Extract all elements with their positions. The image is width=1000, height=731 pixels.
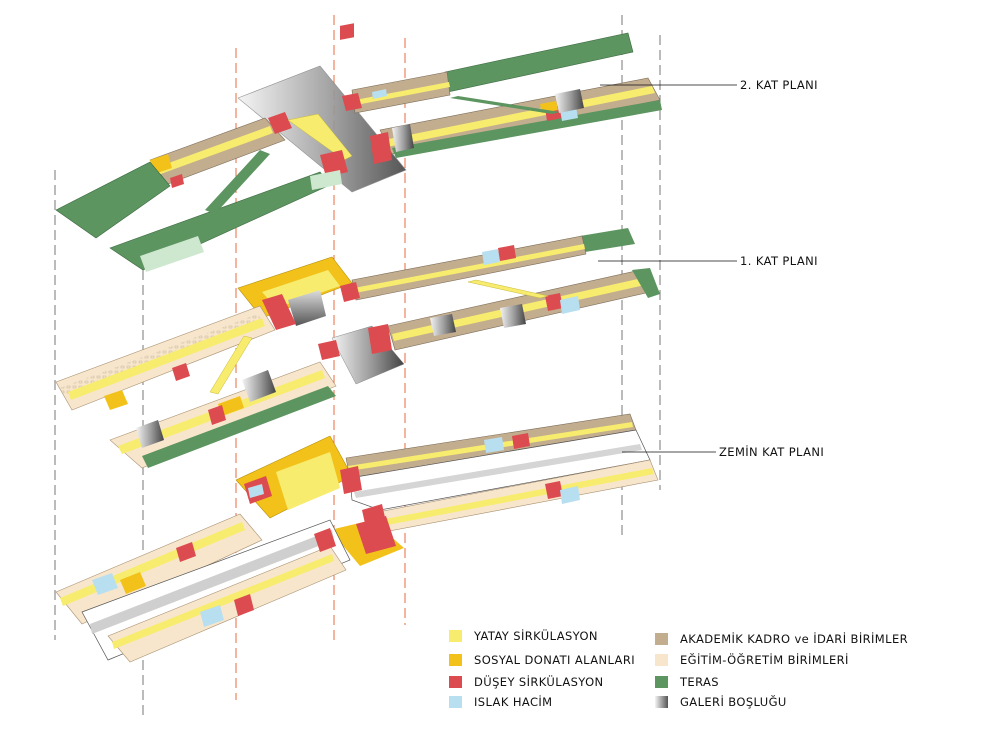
legend-swatch xyxy=(655,654,668,666)
legend-label: ISLAK HACİM xyxy=(474,695,553,709)
core xyxy=(340,466,362,494)
wet xyxy=(484,437,504,453)
core xyxy=(545,293,563,311)
legend-label: YATAY SİRKÜLASYON xyxy=(474,629,598,643)
legend-item-sosyal: SOSYAL DONATI ALANLARI xyxy=(449,652,635,668)
sosyal xyxy=(218,396,244,416)
wet xyxy=(248,484,264,498)
legend-swatch xyxy=(655,676,668,688)
core xyxy=(176,542,196,562)
wet xyxy=(200,605,224,627)
legend-item-islak: AKADEMİK KADRO ve İDARİ BİRİMLER ISLAK H… xyxy=(449,694,552,710)
corridor xyxy=(355,82,450,105)
core xyxy=(545,481,563,499)
core xyxy=(498,245,516,261)
wet xyxy=(92,573,118,595)
terrace-back xyxy=(444,32,634,93)
core xyxy=(318,340,340,360)
label-first-floor: 1. KAT PLANI xyxy=(740,254,818,268)
label-second-floor: 2. KAT PLANI xyxy=(740,78,818,92)
wet xyxy=(372,89,387,99)
courtyard-band xyxy=(90,530,334,634)
floor-labels: 2. KAT PLANI 1. KAT PLANI ZEMİN KAT PLAN… xyxy=(598,78,824,459)
corridor xyxy=(155,126,273,175)
core xyxy=(234,594,254,616)
wet xyxy=(482,249,500,265)
galeri-void xyxy=(331,325,405,385)
terrace-green-bridge xyxy=(450,96,560,114)
legend: YATAY SİRKÜLASYON SOSYAL DONATI ALANLARI… xyxy=(449,628,994,718)
ground-floor-plan xyxy=(55,413,659,663)
first-floor-plan xyxy=(55,228,660,469)
corridor xyxy=(384,86,655,147)
terrace-light xyxy=(310,170,342,190)
hall-grey-band xyxy=(354,444,642,498)
core xyxy=(208,405,226,425)
galeri xyxy=(392,124,414,152)
legend-item-teras: TERAS xyxy=(655,674,719,690)
wet xyxy=(560,296,580,314)
core xyxy=(172,363,190,381)
wet xyxy=(560,486,580,504)
terrace-light xyxy=(140,236,204,272)
legend-swatch xyxy=(655,696,668,708)
terrace-diagonal xyxy=(205,150,270,214)
legend-label: DÜŞEY SİRKÜLASYON xyxy=(474,675,604,689)
legend-item-dusey: DÜŞEY SİRKÜLASYON xyxy=(449,674,604,690)
galeri xyxy=(136,420,164,448)
galeri xyxy=(430,314,456,336)
core xyxy=(368,324,392,354)
corridor xyxy=(68,318,265,400)
core xyxy=(268,112,292,134)
social-inner xyxy=(276,452,340,510)
core xyxy=(370,132,392,164)
core xyxy=(362,504,386,528)
bridge xyxy=(209,335,253,395)
terrace-left-big xyxy=(55,161,171,239)
wing-left-rooms xyxy=(60,314,262,396)
legend-item-akademik: AKADEMİK KADRO ve İDARİ BİRİMLER xyxy=(655,631,908,647)
legend-swatch xyxy=(449,630,462,642)
bridge xyxy=(287,113,353,161)
label-ground-floor: ZEMİN KAT PLANI xyxy=(719,444,824,459)
sosyal xyxy=(104,390,128,410)
core xyxy=(320,150,348,177)
legend-label: EĞİTİM-ÖĞRETİM BİRİMLERİ xyxy=(680,653,849,667)
core xyxy=(342,93,362,111)
legend-label: AKADEMİK KADRO ve İDARİ BİRİMLER xyxy=(680,632,908,646)
legend-item-egitim: EĞİTİM-ÖĞRETİM BİRİMLERİ xyxy=(655,652,849,668)
galeri xyxy=(555,89,584,113)
legend-swatch xyxy=(655,633,668,645)
core xyxy=(340,23,354,40)
core xyxy=(512,433,530,449)
core xyxy=(340,282,360,302)
galeri xyxy=(242,370,276,402)
corridor xyxy=(380,468,654,526)
bridge xyxy=(467,279,549,299)
legend-item-galeri: GALERİ BOŞLUĞU xyxy=(655,694,787,710)
legend-label: SOSYAL DONATI ALANLARI xyxy=(474,653,635,667)
terrace xyxy=(142,386,336,468)
galeri xyxy=(288,290,326,326)
core xyxy=(262,294,296,330)
second-floor-plan xyxy=(55,23,662,272)
galeri xyxy=(500,304,526,328)
legend-label: TERAS xyxy=(680,675,719,689)
core xyxy=(170,174,184,188)
legend-swatch xyxy=(449,696,462,708)
corridor xyxy=(112,554,334,649)
terrace xyxy=(632,268,660,298)
legend-swatch xyxy=(449,654,462,666)
legend-swatch xyxy=(449,676,462,688)
corridor xyxy=(354,244,585,293)
legend-item-yatay: YATAY SİRKÜLASYON xyxy=(449,628,598,644)
core xyxy=(314,528,336,552)
legend-label: GALERİ BOŞLUĞU xyxy=(680,695,787,709)
terrace-front-right xyxy=(392,100,662,158)
terrace xyxy=(580,228,635,252)
sosyal xyxy=(120,572,146,594)
